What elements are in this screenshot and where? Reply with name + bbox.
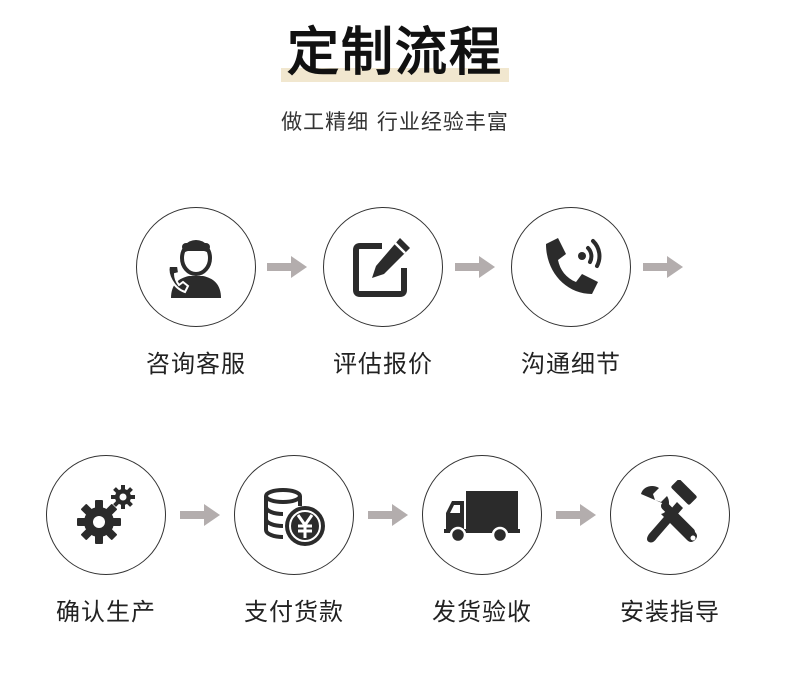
arrow-right-icon (455, 256, 495, 278)
step-circle (234, 455, 354, 575)
step-payment: 支付货款 (229, 455, 359, 627)
step-circle (511, 207, 631, 327)
step-confirm-production: 确认生产 (41, 455, 171, 627)
step-communicate: 沟通细节 (506, 207, 636, 379)
customer-service-icon (167, 240, 221, 298)
page-title-text: 定制流程 (286, 23, 503, 83)
step-consult: 咨询客服 (131, 207, 261, 379)
tools-icon (641, 480, 697, 543)
arrow-right-icon (368, 504, 408, 526)
step-label: 咨询客服 (146, 350, 246, 378)
arrow-right-icon (643, 256, 683, 278)
gears-icon (77, 485, 135, 544)
step-label: 评估报价 (333, 350, 433, 378)
step-circle (422, 455, 542, 575)
coins-yen-icon (264, 488, 325, 546)
step-circle (136, 207, 256, 327)
edit-icon (353, 238, 410, 297)
arrow-right-icon (556, 504, 596, 526)
arrow-right-icon (267, 256, 307, 278)
step-quote: 评估报价 (318, 207, 448, 379)
step-installation: 安装指导 (605, 455, 735, 627)
page-title: 定制流程 (280, 18, 509, 88)
title-area: 定制流程 (0, 18, 790, 88)
phone-call-icon (546, 238, 602, 294)
step-label: 沟通细节 (521, 350, 621, 378)
step-circle (610, 455, 730, 575)
arrow-right-icon (180, 504, 220, 526)
delivery-truck-icon (444, 491, 520, 544)
step-circle (46, 455, 166, 575)
step-delivery: 发货验收 (417, 455, 547, 627)
step-label: 发货验收 (432, 598, 532, 626)
step-label: 安装指导 (620, 598, 720, 626)
step-label: 支付货款 (244, 598, 344, 626)
step-label: 确认生产 (56, 598, 156, 626)
step-circle (323, 207, 443, 327)
page-subtitle: 做工精细 行业经验丰富 (281, 110, 509, 134)
